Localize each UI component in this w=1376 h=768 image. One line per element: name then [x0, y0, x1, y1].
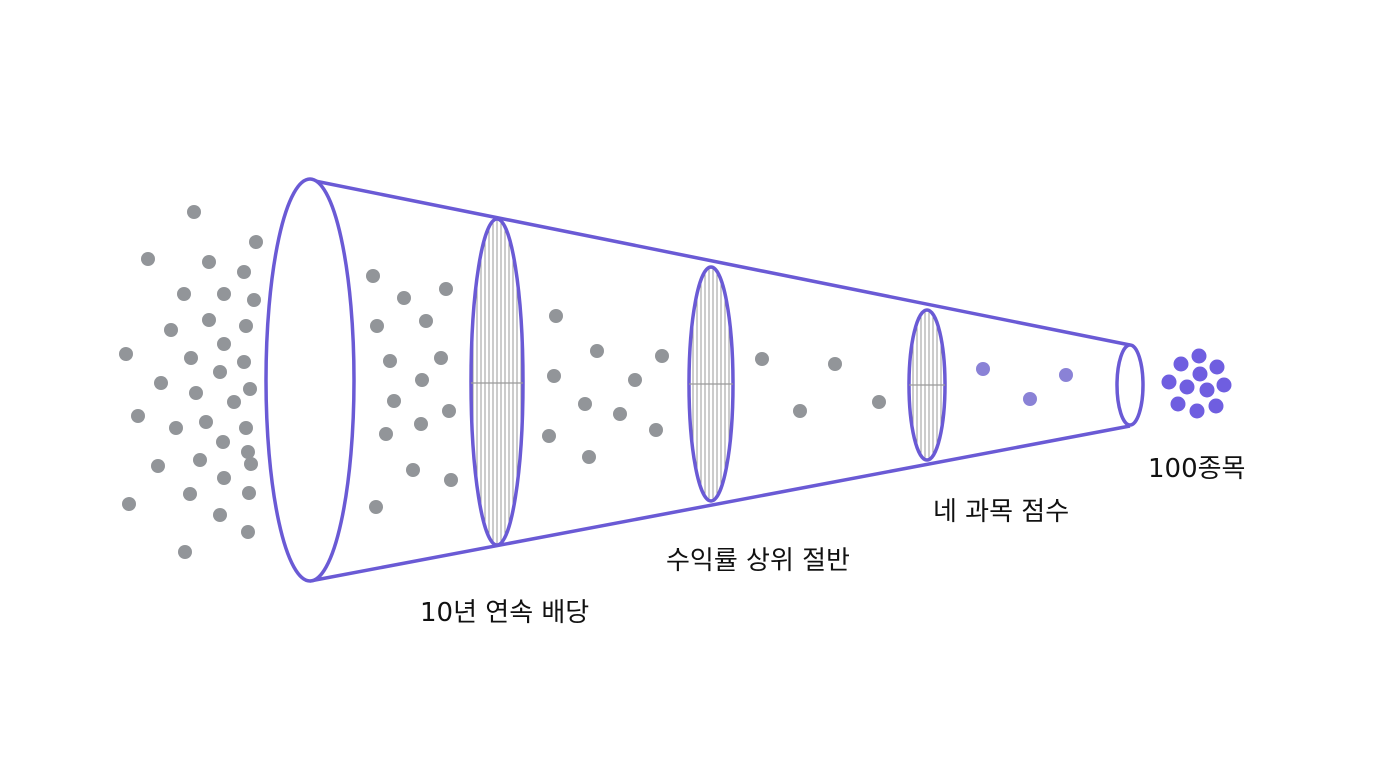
- stock-dot: [247, 293, 261, 307]
- stock-dot: [655, 349, 669, 363]
- stock-dot: [244, 457, 258, 471]
- stock-dot: [242, 486, 256, 500]
- result-label: 100종목: [1148, 454, 1245, 484]
- stock-dot: [199, 415, 213, 429]
- stock-dot: [187, 205, 201, 219]
- stock-dot: [237, 265, 251, 279]
- stock-dot: [415, 373, 429, 387]
- funnel-top-edge: [309, 178, 1131, 347]
- stock-dot: [217, 471, 231, 485]
- stock-dot: [1059, 368, 1073, 382]
- stock-dot: [793, 404, 807, 418]
- stock-dot: [141, 252, 155, 266]
- stock-dot: [414, 417, 428, 431]
- stock-dot: [151, 459, 165, 473]
- stock-dot: [542, 429, 556, 443]
- stock-dot: [1189, 403, 1205, 419]
- stock-dot: [189, 386, 203, 400]
- stock-dot: [755, 352, 769, 366]
- stock-dot: [177, 287, 191, 301]
- stock-dot: [613, 407, 627, 421]
- stock-dot: [131, 409, 145, 423]
- filter-disc-2: [687, 265, 735, 503]
- stock-dot: [1161, 374, 1177, 390]
- stock-dot: [239, 319, 253, 333]
- stock-dot: [122, 497, 136, 511]
- stock-dots-passed: [976, 362, 1073, 406]
- filter-disc-1: [469, 217, 525, 547]
- stock-dot: [872, 395, 886, 409]
- stock-dot: [154, 376, 168, 390]
- stock-dot: [828, 357, 842, 371]
- stock-dot: [590, 344, 604, 358]
- stock-dot: [241, 525, 255, 539]
- stock-dot: [1192, 366, 1208, 382]
- stock-dot: [184, 351, 198, 365]
- stock-dot: [434, 351, 448, 365]
- stock-dot: [239, 421, 253, 435]
- stock-dot: [217, 287, 231, 301]
- stock-dot: [383, 354, 397, 368]
- stock-dot: [243, 382, 257, 396]
- stock-dot: [1179, 379, 1195, 395]
- stock-dot: [216, 435, 230, 449]
- stock-dot: [193, 453, 207, 467]
- stock-dot: [237, 355, 251, 369]
- stage-label-1: 10년 연속 배당: [420, 598, 589, 628]
- stock-dot: [547, 369, 561, 383]
- stock-dot: [439, 282, 453, 296]
- stock-dot: [582, 450, 596, 464]
- stock-dot: [397, 291, 411, 305]
- stage-label-2: 수익률 상위 절반: [666, 546, 850, 576]
- stock-dot: [578, 397, 592, 411]
- stock-dot: [1199, 382, 1215, 398]
- stage-label-3: 네 과목 점수: [933, 497, 1069, 527]
- stock-dot: [549, 309, 563, 323]
- funnel-bottom-edge: [309, 424, 1131, 583]
- stock-dot: [1173, 356, 1189, 372]
- stock-dot: [202, 255, 216, 269]
- stock-dot: [366, 269, 380, 283]
- stock-dot: [249, 235, 263, 249]
- stock-dot: [444, 473, 458, 487]
- stock-dot: [1208, 398, 1224, 414]
- stock-dot: [1216, 377, 1232, 393]
- stock-dot: [976, 362, 990, 376]
- stock-dot: [213, 508, 227, 522]
- stock-dot: [169, 421, 183, 435]
- filters: [469, 217, 947, 547]
- funnel-mouth: [264, 177, 356, 583]
- stock-dot: [370, 319, 384, 333]
- funnel: [264, 177, 1145, 583]
- stock-dot: [442, 404, 456, 418]
- final-stock-cluster: [1161, 348, 1232, 419]
- funnel-outlet: [1115, 343, 1145, 427]
- stock-dot: [183, 487, 197, 501]
- stock-dot: [406, 463, 420, 477]
- filter-disc-3: [907, 308, 947, 462]
- stock-dot: [628, 373, 642, 387]
- stock-dot: [178, 545, 192, 559]
- stock-dot: [119, 347, 133, 361]
- stock-dot: [202, 313, 216, 327]
- stock-dot: [1023, 392, 1037, 406]
- stock-dot: [217, 337, 231, 351]
- stock-dot: [164, 323, 178, 337]
- stock-dot: [1209, 359, 1225, 375]
- stock-dot: [213, 365, 227, 379]
- stock-dot: [1170, 396, 1186, 412]
- stock-dot: [369, 500, 383, 514]
- stock-dot: [649, 423, 663, 437]
- stock-dot: [387, 394, 401, 408]
- stock-dot: [379, 427, 393, 441]
- stock-dot: [241, 445, 255, 459]
- stock-dot: [227, 395, 241, 409]
- stock-dot: [419, 314, 433, 328]
- stock-dot: [1191, 348, 1207, 364]
